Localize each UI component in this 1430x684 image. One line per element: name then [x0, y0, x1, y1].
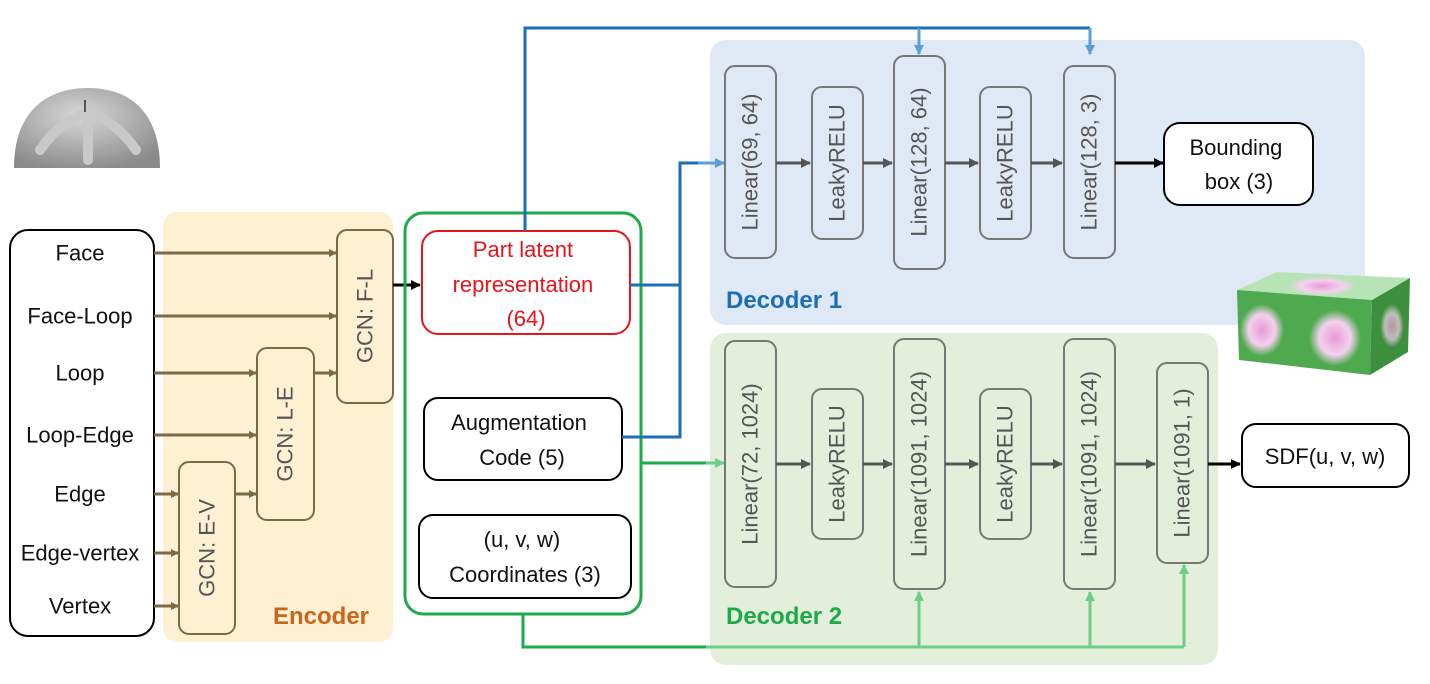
coordinates-line-2: Coordinates (3)	[449, 562, 601, 587]
bounding-box-line-2: box (3)	[1205, 169, 1273, 194]
d2-linear-1091-1024-b-label: Linear(1091, 1024)	[1077, 371, 1102, 557]
d2-linear-72-1024-label: Linear(72, 1024)	[738, 383, 763, 544]
decoder2-input-lines	[521, 458, 1189, 649]
input-label-loop: Loop	[56, 361, 105, 386]
inputs-box	[9, 229, 155, 637]
gcn-fl-box	[336, 229, 394, 404]
decoder1-layers: Linear(69, 64) LeakyRELU Linear(128, 64)…	[724, 55, 1116, 270]
part-latent-label: Part latent representation (64)	[453, 237, 600, 331]
d2-leakyrelu-2-label: LeakyRELU	[993, 405, 1018, 522]
encoder-label: Encoder	[273, 603, 369, 630]
d2-linear-1091-1024-a-label: Linear(1091, 1024)	[907, 371, 932, 557]
d2-linear-1091-1-label: Linear(1091, 1)	[1170, 388, 1195, 537]
decoder2-label: Decoder 2	[726, 603, 842, 630]
decoder1-input-lines	[523, 26, 1095, 439]
sdf-output-label: SDF(u, v, w)	[1265, 444, 1386, 469]
encoder-input-arrows	[154, 249, 337, 610]
d1-linear-128-64-label: Linear(128, 64)	[907, 87, 932, 236]
input-label-face: Face	[56, 241, 105, 266]
coordinates-box	[418, 514, 632, 599]
augmentation-line-1: Augmentation	[451, 410, 587, 435]
gcn-le-box	[256, 347, 315, 521]
gcn-ev-label: GCN: E-V	[195, 499, 220, 597]
sdf-output-box	[1241, 423, 1410, 488]
input-label-face-loop: Face-Loop	[27, 304, 132, 329]
part-latent-line-3: (64)	[506, 306, 545, 331]
coordinates-line-1: (u, v, w)	[484, 527, 561, 552]
gcn-le-label: GCN: L-E	[273, 386, 298, 481]
d1-leakyrelu-2-label: LeakyRELU	[993, 104, 1018, 221]
bounding-box-output	[1163, 122, 1314, 206]
d1-linear-128-3-label: Linear(128, 3)	[1077, 94, 1102, 231]
decoder2-layers: Linear(72, 1024) LeakyRELU Linear(1091, …	[724, 338, 1209, 590]
part-latent-line-1: Part latent	[473, 237, 573, 262]
augmentation-code-box	[423, 397, 623, 481]
bounding-box-line-1: Bounding	[1189, 135, 1282, 160]
part-latent-line-2: representation	[453, 272, 594, 297]
sdf-cube-illustration	[1237, 272, 1410, 375]
decoder1-region	[710, 40, 1365, 325]
gcn-ev-box	[178, 461, 236, 635]
input-label-edge: Edge	[54, 482, 105, 507]
augmentation-line-2: Code (5)	[479, 445, 565, 470]
dome-shape-illustration	[14, 88, 160, 168]
input-label-loop-edge: Loop-Edge	[26, 423, 134, 448]
decoder1-label: Decoder 1	[726, 287, 842, 314]
gcn-fl-label: GCN: F-L	[353, 269, 378, 363]
d2-leakyrelu-1-label: LeakyRELU	[825, 405, 850, 522]
bounding-box-label: Bounding box (3)	[1189, 135, 1288, 194]
input-label-vertex: Vertex	[49, 594, 111, 619]
d1-leakyrelu-1-label: LeakyRELU	[825, 104, 850, 221]
coordinates-label: (u, v, w) Coordinates (3)	[449, 527, 601, 587]
augmentation-code-label: Augmentation Code (5)	[451, 410, 593, 470]
input-label-edge-vertex: Edge-vertex	[21, 541, 140, 566]
d1-linear-69-64-label: Linear(69, 64)	[738, 94, 763, 231]
